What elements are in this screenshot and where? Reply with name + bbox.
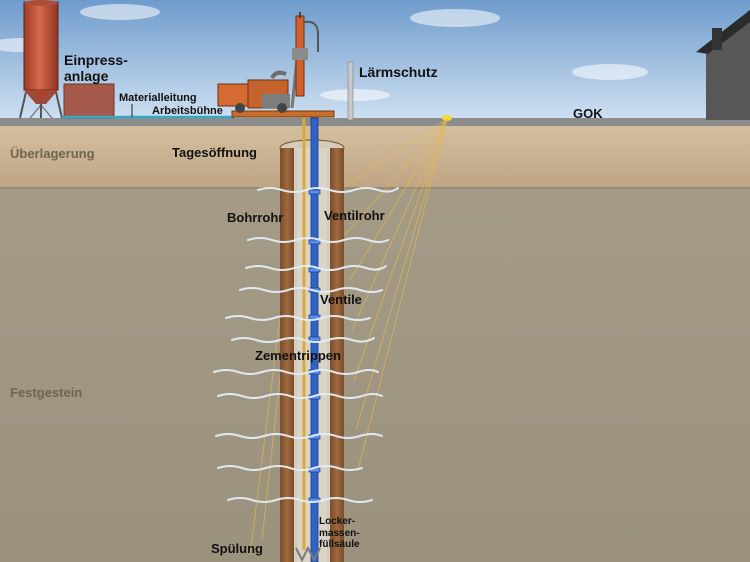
ground-surface	[0, 118, 750, 126]
borehole-wall-right	[330, 148, 344, 562]
drill-bit	[295, 545, 321, 562]
label-tagesoeffnung: Tagesöffnung	[172, 145, 257, 160]
gok-marker	[442, 115, 452, 121]
valves	[308, 189, 321, 503]
crack-icon	[213, 187, 399, 503]
label-ventilrohr: Ventilrohr	[324, 208, 385, 223]
label-gok: GOK	[573, 106, 603, 121]
label-festgestein: Festgestein	[10, 385, 83, 400]
label-einpressanlage: Einpress- anlage	[64, 52, 128, 85]
clouds	[0, 4, 648, 101]
house-icon	[696, 10, 750, 120]
label-arbeitsbuehne: Arbeitsbühne	[152, 105, 223, 117]
label-lockermassenfuellsaeule: Locker- massen- füllsäule	[319, 516, 360, 550]
drill-rig-icon	[217, 12, 319, 113]
valve-icon	[308, 189, 321, 195]
silo-icon	[19, 0, 63, 119]
label-materialleitung: Materialleitung	[119, 92, 197, 104]
valve-icon	[308, 239, 321, 245]
bedrock-layer	[0, 188, 750, 562]
noise-barrier	[347, 61, 354, 121]
sky	[0, 0, 750, 120]
label-laermschutz: Lärmschutz	[359, 64, 438, 80]
label-zementrippen: Zementrippen	[255, 348, 341, 363]
label-bohrrohr: Bohrrohr	[227, 210, 284, 225]
valve-icon	[308, 336, 321, 342]
injection-unit	[63, 83, 115, 119]
borehole-wall-left	[280, 148, 294, 562]
label-spuelung: Spülung	[211, 541, 263, 556]
label-ueberlagerung: Überlagerung	[10, 146, 95, 161]
overburden-layer	[0, 126, 750, 188]
label-ventile: Ventile	[320, 292, 362, 307]
